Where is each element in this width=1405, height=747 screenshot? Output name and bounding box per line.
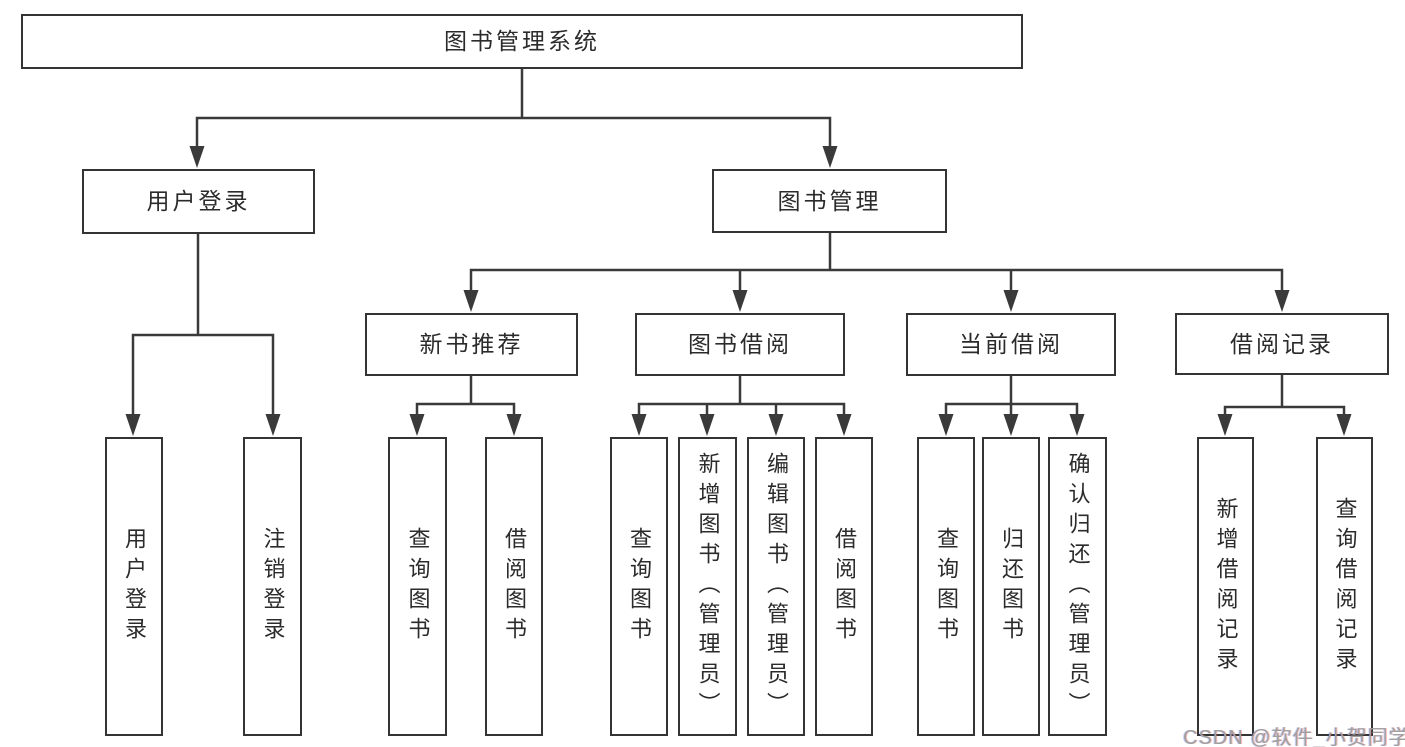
- arrowhead: [938, 414, 954, 436]
- arrowhead: [1217, 414, 1233, 436]
- node-leaf-confirm-return-admin: 确认归还（管理员）: [1048, 437, 1107, 736]
- arrowhead: [1274, 290, 1290, 312]
- node-new-book-recommend: 新书推荐: [365, 313, 578, 376]
- arrowhead: [768, 414, 784, 436]
- node-leaf-return-books: 归还图书: [982, 437, 1040, 736]
- arrowhead: [1003, 290, 1019, 312]
- node-leaf-add-books-admin: 新增图书（管理员）: [678, 437, 737, 736]
- node-book-management: 图书管理: [712, 169, 947, 233]
- node-leaf-add-borrow-record: 新增借阅记录: [1197, 437, 1254, 736]
- arrowhead: [732, 290, 748, 312]
- node-leaf-query-books-1: 查询图书: [388, 437, 447, 736]
- node-leaf-query-books-3: 查询图书: [917, 437, 975, 736]
- arrowhead: [822, 146, 838, 168]
- arrowhead: [409, 414, 425, 436]
- arrowhead: [506, 414, 522, 436]
- arrowhead: [125, 414, 141, 436]
- node-leaf-user-login: 用户登录: [105, 437, 163, 736]
- arrowhead: [189, 146, 205, 168]
- arrowhead: [265, 414, 281, 436]
- node-leaf-logout: 注销登录: [243, 437, 302, 736]
- node-current-borrow: 当前借阅: [906, 313, 1116, 376]
- arrowhead: [1069, 414, 1085, 436]
- csdn-watermark: CSDN @软件_小贺同学: [1183, 727, 1405, 747]
- edge-book-borrow-to-leaves: [637, 375, 846, 420]
- node-leaf-query-books-2: 查询图书: [610, 437, 668, 736]
- edge-root-to-level2: [195, 68, 832, 150]
- arrowheads: [125, 146, 1352, 436]
- node-leaf-edit-books-admin: 编辑图书（管理员）: [747, 437, 805, 736]
- node-book-borrow: 图书借阅: [635, 313, 845, 376]
- arrowhead: [699, 414, 715, 436]
- node-borrow-record: 借阅记录: [1175, 313, 1389, 375]
- node-leaf-query-borrow-record: 查询借阅记录: [1316, 437, 1373, 736]
- node-leaf-borrow-books-1: 借阅图书: [485, 437, 543, 736]
- node-library-management-system: 图书管理系统: [21, 14, 1023, 69]
- arrowhead: [463, 290, 479, 312]
- edge-book-management-to-level3: [469, 232, 1284, 294]
- arrowhead: [836, 414, 852, 436]
- edge-user-login-to-leaves: [131, 233, 275, 418]
- node-user-login: 用户登录: [82, 169, 315, 234]
- edge-new-book-to-leaves: [415, 375, 516, 420]
- edge-borrow-record-to-leaves: [1223, 374, 1346, 420]
- arrowhead: [1336, 414, 1352, 436]
- arrowhead: [631, 414, 647, 436]
- arrowhead: [1003, 414, 1019, 436]
- node-leaf-borrow-books-2: 借阅图书: [815, 437, 873, 736]
- edge-current-borrow-to-leaves: [944, 375, 1079, 420]
